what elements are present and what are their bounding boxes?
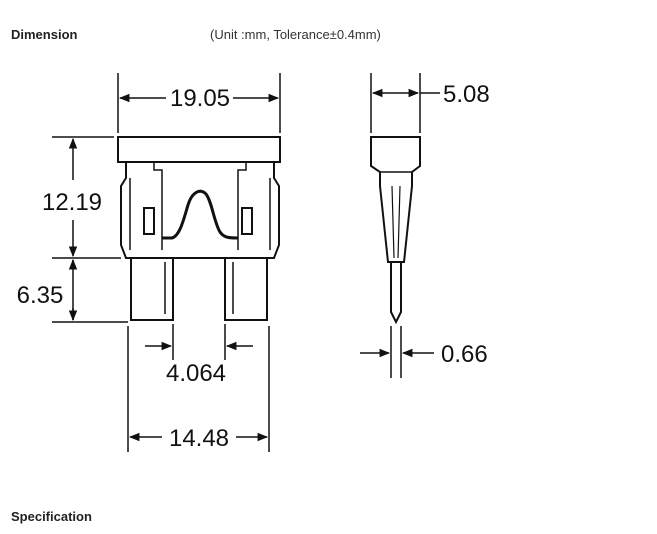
fuse-blade-right bbox=[224, 258, 268, 321]
fuse-terminal-window-left bbox=[143, 207, 155, 235]
fuse-element bbox=[162, 189, 239, 240]
fuse-top-cap bbox=[117, 136, 281, 163]
fuse-side-body bbox=[370, 136, 421, 263]
fuse-side-view bbox=[370, 136, 421, 325]
unit-tolerance-note: (Unit :mm, Tolerance±0.4mm) bbox=[210, 27, 381, 42]
dimension-heading: Dimension bbox=[11, 27, 78, 42]
fuse-body bbox=[120, 162, 280, 259]
dim-thickness-label: 5.08 bbox=[443, 81, 490, 108]
fuse-front-view bbox=[117, 136, 281, 321]
fuse-side-blade bbox=[390, 262, 402, 325]
fuse-blade-left bbox=[130, 258, 174, 321]
dim-blade-thickness-label: 0.66 bbox=[441, 341, 488, 368]
specification-heading: Specification bbox=[11, 509, 92, 524]
dim-blade-gap-label: 4.064 bbox=[166, 360, 226, 387]
dim-blade-length-label: 6.35 bbox=[17, 282, 64, 309]
dim-total-width-label: 19.05 bbox=[170, 85, 230, 112]
dim-blade-span-label: 14.48 bbox=[169, 425, 229, 452]
fuse-terminal-window-right bbox=[241, 207, 253, 235]
dim-body-height-label: 12.19 bbox=[42, 189, 102, 216]
